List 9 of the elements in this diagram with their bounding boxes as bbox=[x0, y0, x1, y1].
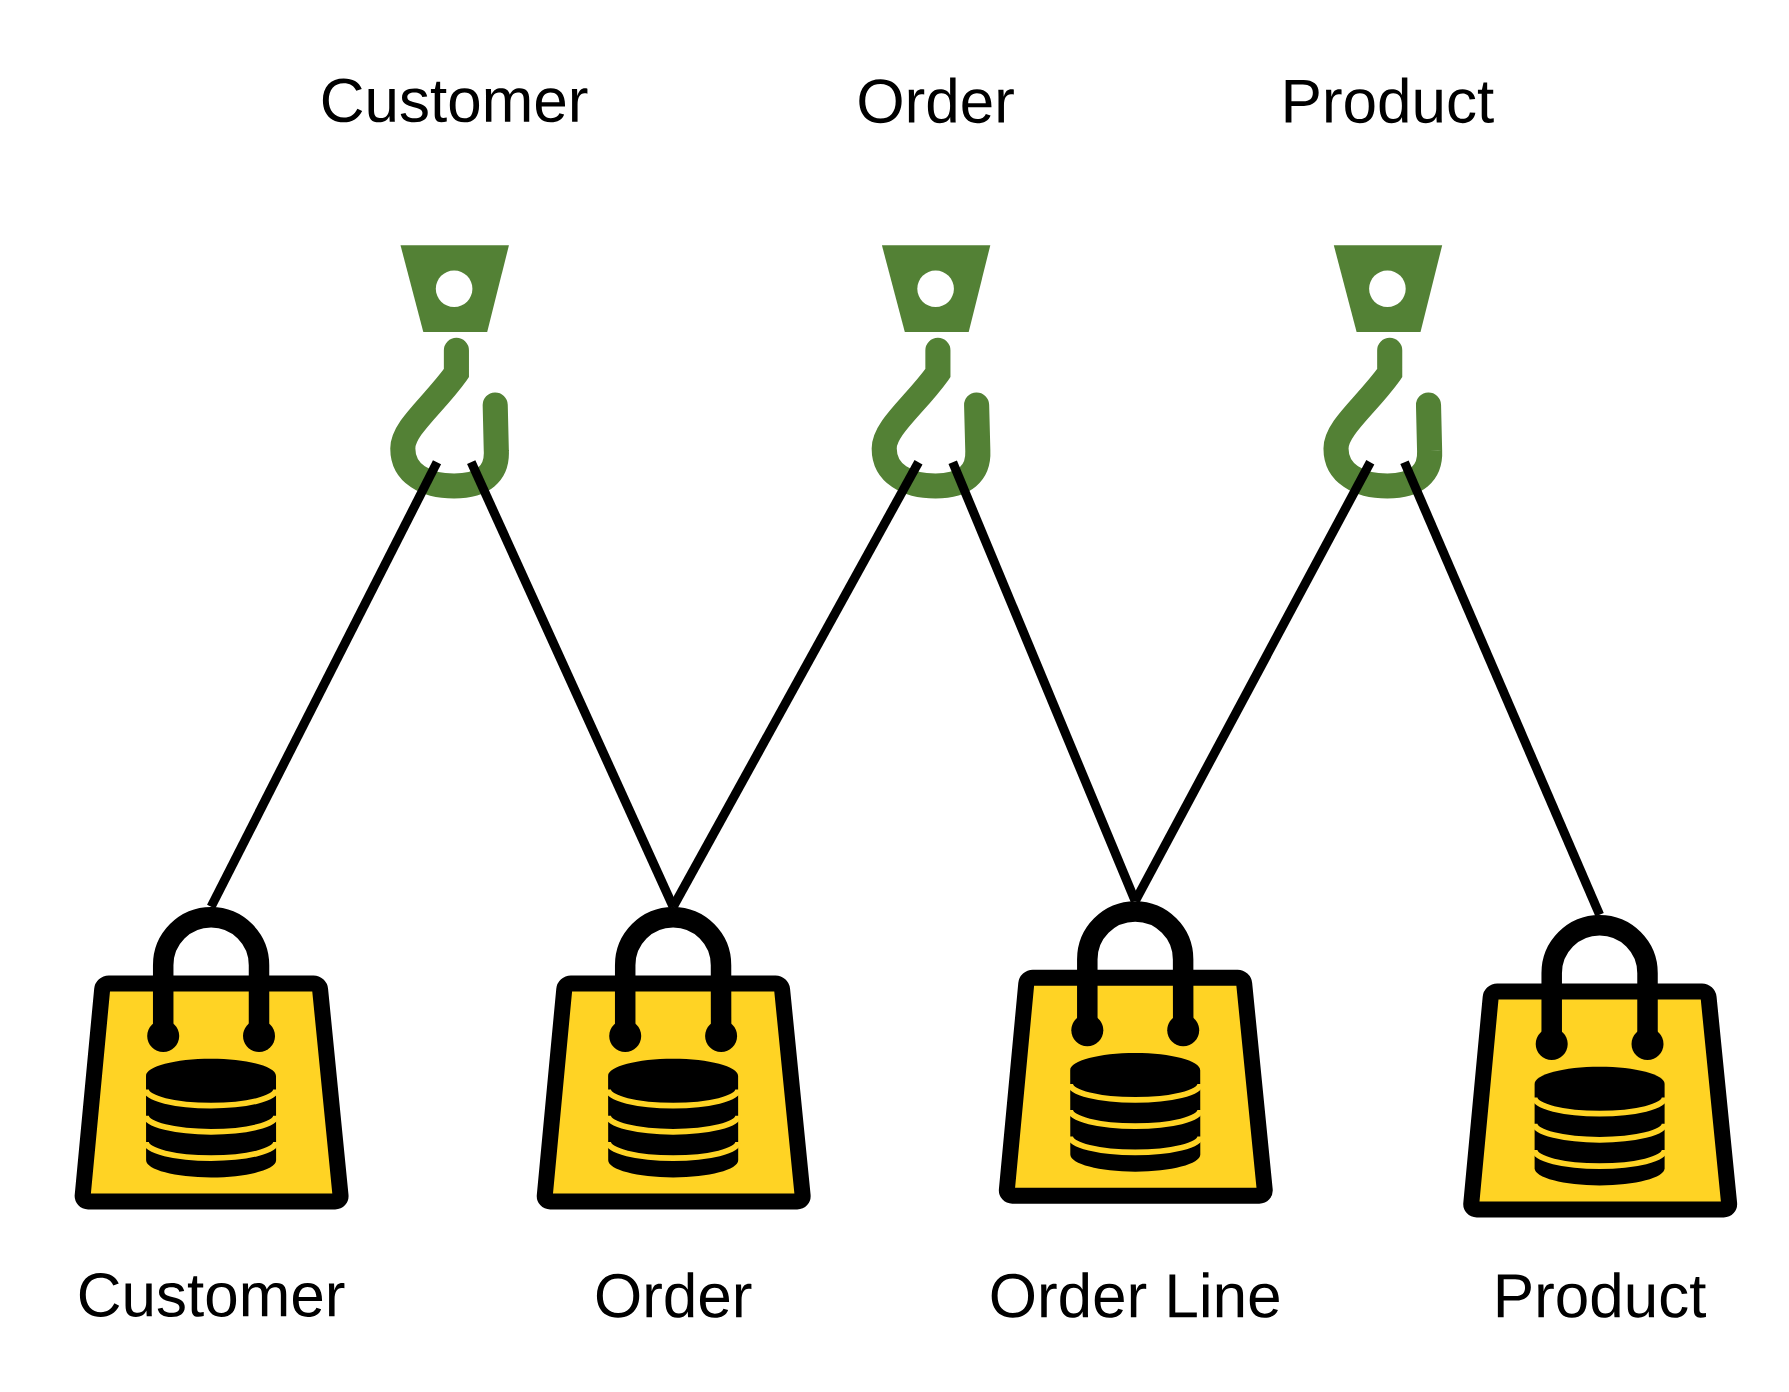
node-label: Customer bbox=[322, 78, 588, 123]
connector-line bbox=[1400, 460, 1604, 917]
node-label: Product bbox=[1497, 1272, 1706, 1318]
node-label: Customer bbox=[79, 1273, 345, 1317]
node-label: Order bbox=[859, 77, 1014, 124]
node-label: Product bbox=[1285, 77, 1494, 124]
connector-line bbox=[207, 460, 442, 909]
node-label: Order Line bbox=[991, 1272, 1279, 1318]
node-label: Order bbox=[596, 1272, 752, 1318]
